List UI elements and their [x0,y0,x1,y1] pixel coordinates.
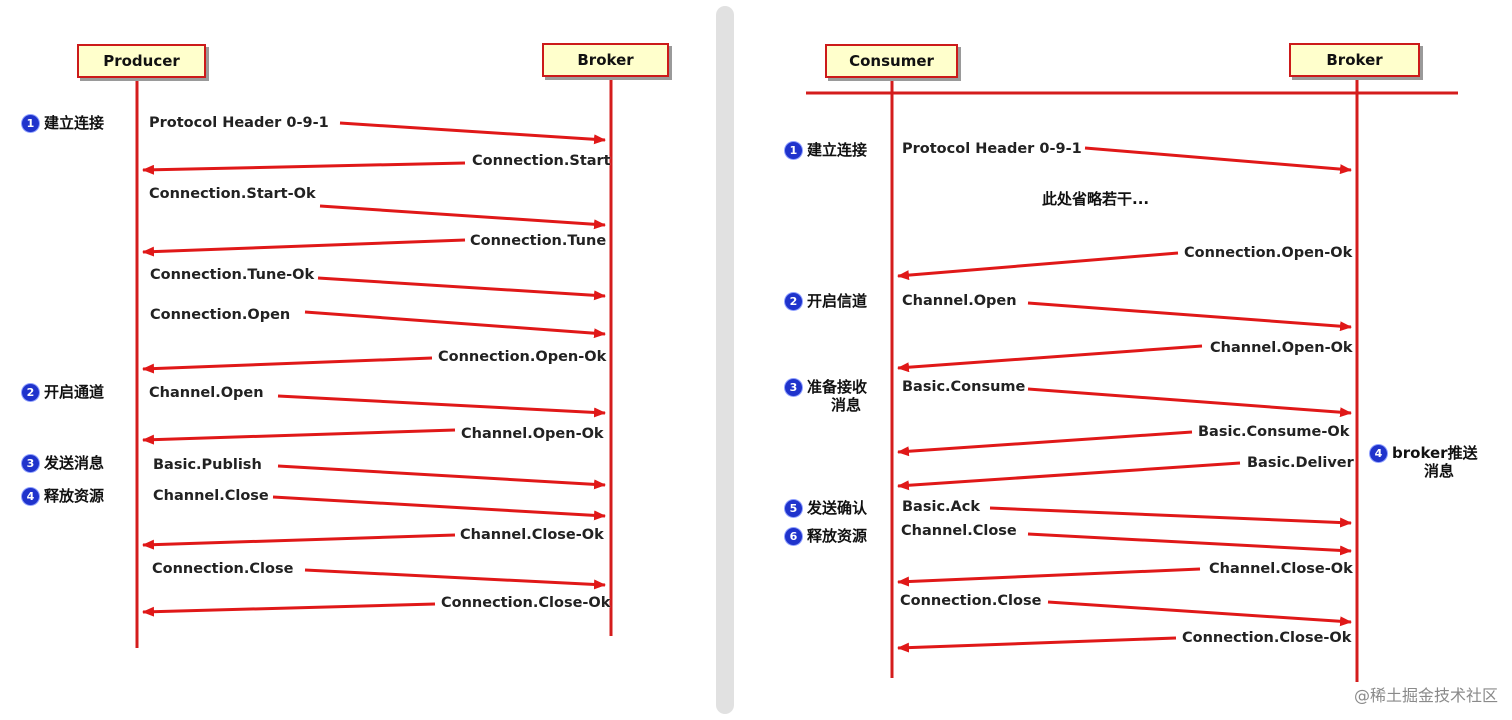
arrow-connection-close-ok [897,636,1177,653]
omitted-note: 此处省略若干... [1042,190,1150,208]
step-5-badge: 5 [785,500,802,517]
msg-protocol-header: Protocol Header 0-9-1 [902,141,1082,157]
arrow-connection-start-ok [319,204,606,230]
arrow-connection-open-ok [142,356,433,374]
step-open-channel: 2 开启信道 [785,292,867,310]
step-5-label: 发送确认 [807,499,868,517]
arrow-connection-tune-ok [317,276,606,301]
broker-push-note: 4 broker推送消息 [1370,444,1478,480]
step-3-label: 准备接收 [807,378,868,396]
msg-connection-close-ok: Connection.Close-Ok [441,595,611,611]
step-3-label: 发送消息 [44,454,105,472]
arrow-channel-open [1027,301,1352,332]
arrow-protocol-header [1084,146,1352,175]
arrow-channel-open-ok [897,344,1203,373]
arrow-protocol-header [339,121,606,145]
watermark: @稀土掘金技术社区 [1353,686,1498,705]
step-2-label: 开启通道 [44,383,105,401]
consumer-diagram-canvas [806,79,1458,682]
arrow-basic-ack [989,506,1352,528]
broker-push-label: broker推送 [1392,444,1478,462]
msg-connection-close-ok: Connection.Close-Ok [1182,630,1352,646]
msg-connection-open: Connection.Open [150,307,291,323]
msg-connection-open-ok: Connection.Open-Ok [438,349,607,365]
arrow-channel-close-ok [142,533,456,550]
step-release-resources: 4 释放资源 [22,487,104,505]
arrow-basic-consume-ok [897,430,1193,457]
msg-connection-close: Connection.Close [900,593,1042,609]
panel-divider [716,6,734,714]
step-1-label: 建立连接 [807,141,868,159]
step-2-badge: 2 [785,293,802,310]
producer-actor: Producer [77,44,206,78]
msg-channel-close: Channel.Close [153,488,269,504]
msg-basic-consume: Basic.Consume [902,379,1026,395]
arrow-connection-open [304,310,606,339]
arrow-channel-close [272,495,606,521]
msg-connection-open-ok: Connection.Open-Ok [1184,245,1353,261]
msg-basic-deliver: Basic.Deliver [1247,455,1354,471]
msg-channel-close-ok: Channel.Close-Ok [460,527,604,543]
step-establish-connection: 1 建立连接 [785,141,867,159]
msg-channel-open: Channel.Open [149,385,264,401]
msg-channel-close-ok: Channel.Close-Ok [1209,561,1353,577]
step-3-badge: 3 [22,455,39,472]
consumer-actor: Consumer [825,44,958,78]
arrow-channel-open-ok [142,428,456,445]
step-release-resources: 6 释放资源 [785,527,867,545]
arrow-connection-close-ok [142,602,436,617]
msg-connection-tune: Connection.Tune [470,233,607,249]
msg-connection-close: Connection.Close [152,561,294,577]
broker-actor: Broker [542,43,669,77]
step-6-badge: 6 [785,528,802,545]
msg-connection-start: Connection.Start [472,153,611,169]
step-send-message: 3 发送消息 [22,454,104,472]
broker-actor: Broker [1289,43,1420,77]
arrow-basic-consume [1027,387,1352,418]
producer-diagram-canvas [135,80,613,648]
msg-basic-publish: Basic.Publish [153,457,262,473]
step-establish-connection: 1 建立连接 [22,114,104,132]
step-1-badge: 1 [785,142,802,159]
arrow-connection-open-ok [897,251,1179,281]
arrow-basic-publish [277,464,606,490]
arrow-connection-start [142,161,466,175]
step-4-label: 释放资源 [44,487,105,505]
msg-basic-ack: Basic.Ack [902,499,981,515]
arrow-channel-close [1027,532,1352,556]
step-4-badge: 4 [22,488,39,505]
msg-connection-tune-ok: Connection.Tune-Ok [150,267,315,283]
arrow-connection-close [304,568,606,590]
msg-basic-consume-ok: Basic.Consume-Ok [1198,424,1350,440]
step-prepare-receive: 3 准备接收消息 [785,378,867,414]
step-open-channel: 2 开启通道 [22,383,104,401]
arrow-connection-close [1047,600,1352,627]
step-send-ack: 5 发送确认 [785,499,867,517]
step-1-label: 建立连接 [44,114,105,132]
msg-channel-open-ok: Channel.Open-Ok [461,426,604,442]
msg-protocol-header: Protocol Header 0-9-1 [149,115,329,131]
arrow-connection-tune [142,238,466,257]
arrow-basic-deliver [897,461,1241,491]
step-4-badge: 4 [1370,445,1387,462]
msg-channel-open: Channel.Open [902,293,1017,309]
arrow-channel-close-ok [897,567,1201,587]
msg-channel-close: Channel.Close [901,523,1017,539]
step-1-badge: 1 [22,115,39,132]
msg-connection-start-ok: Connection.Start-Ok [149,186,316,202]
arrow-channel-open [277,394,606,418]
msg-channel-open-ok: Channel.Open-Ok [1210,340,1353,356]
broker-push-label-line2: 消息 [1424,462,1455,480]
step-2-badge: 2 [22,384,39,401]
step-6-label: 释放资源 [807,527,868,545]
step-2-label: 开启信道 [807,292,868,310]
step-3-label-line2: 消息 [831,396,862,414]
step-3-badge: 3 [785,379,802,396]
